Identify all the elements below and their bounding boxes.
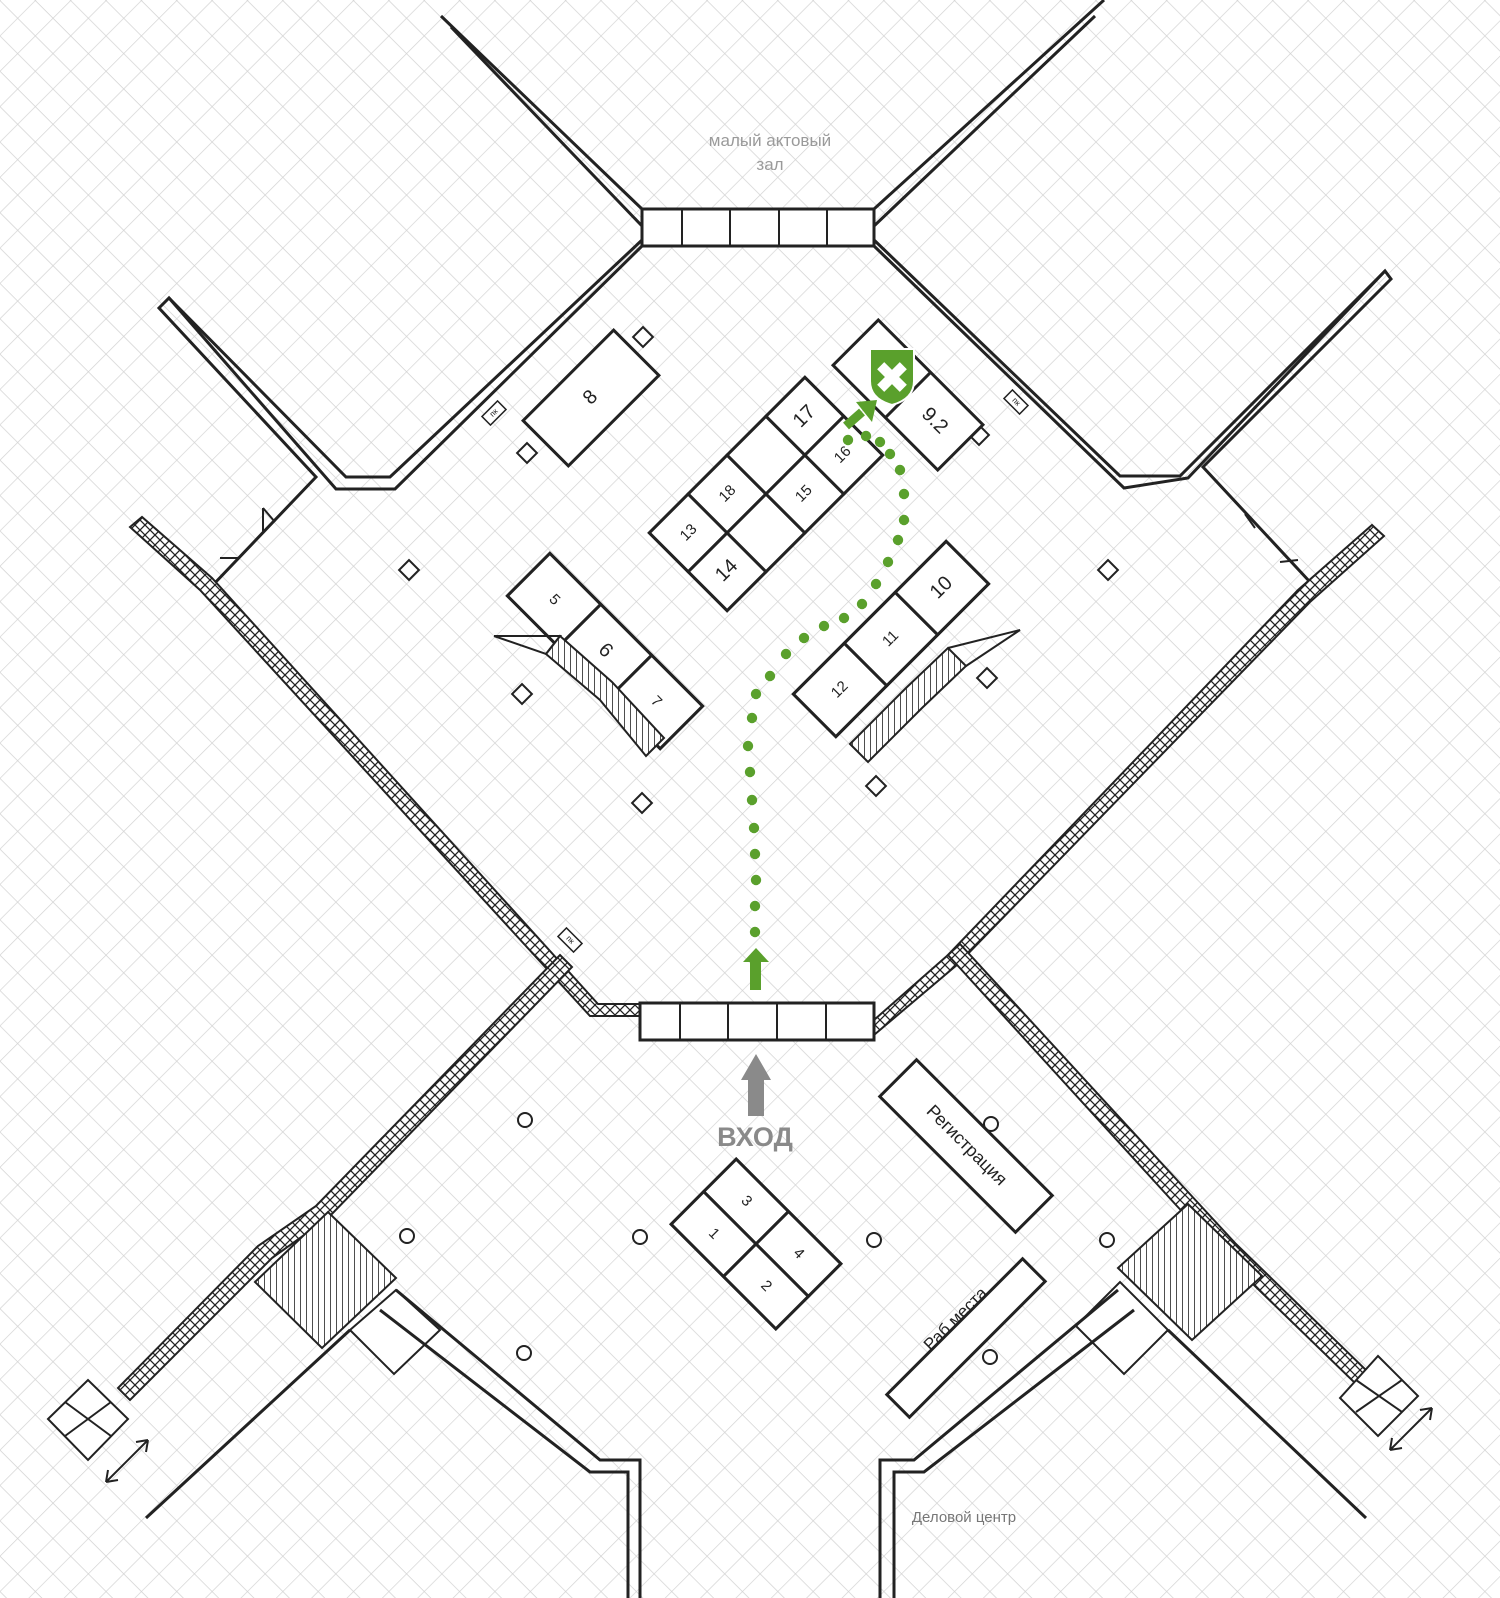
door-mark-right xyxy=(1244,513,1299,563)
booth-cluster-1-4: 3 4 1 2 xyxy=(669,1157,843,1331)
entrance-label: ВХОД xyxy=(717,1122,793,1152)
green-shield-cross-icon[interactable] xyxy=(869,348,915,407)
upper-hall xyxy=(128,0,1393,1038)
route-dot xyxy=(874,436,886,448)
pk-marker-center: пк xyxy=(556,926,584,954)
entrance-arrow xyxy=(741,1054,771,1116)
lower-hall-wall-right xyxy=(878,1288,1119,1598)
booth-2[interactable]: 2 xyxy=(721,1241,811,1331)
upper-left-corridor-wall-inner xyxy=(449,25,644,228)
route-dot xyxy=(882,556,894,568)
booth-1[interactable]: 1 xyxy=(669,1189,759,1279)
lower-hall-wall-left-inner xyxy=(379,1308,630,1598)
route-dot xyxy=(798,632,810,644)
lower-hall-wall-right-inner xyxy=(892,1308,1135,1598)
entrance-doorway xyxy=(638,1001,876,1042)
route-dot xyxy=(764,670,776,682)
route-dot xyxy=(780,648,792,660)
stairs-upper-left-rail xyxy=(493,635,563,656)
booth-cluster-13-18: 13 18 14 17 15 16 xyxy=(647,375,885,613)
stairs-lower-left xyxy=(253,1210,398,1350)
upper-left-corridor-wall-outer xyxy=(439,14,644,211)
business-center-label: Деловой центр xyxy=(912,1509,1016,1526)
route-end-arrow xyxy=(843,400,877,430)
hatched-wall-left-lower xyxy=(116,953,574,1402)
lower-hall xyxy=(46,942,1433,1598)
exit-box-right xyxy=(1338,1354,1433,1451)
route-dot xyxy=(884,448,896,460)
lower-hall-wall-left xyxy=(395,1288,642,1598)
stairs-upper-right-rail xyxy=(947,629,1021,667)
pk-marker-left: пк xyxy=(480,399,508,427)
route-dot xyxy=(898,514,910,526)
route-dot xyxy=(818,620,830,632)
stairs-lower-right xyxy=(1116,1202,1264,1342)
landing-lower-left xyxy=(348,1288,442,1376)
route-dot xyxy=(838,612,850,624)
upper-right-corridor-wall-outer xyxy=(872,0,1106,211)
route-dot xyxy=(748,822,760,834)
route-dot xyxy=(842,434,854,446)
route-dot xyxy=(746,712,758,724)
route-dot xyxy=(870,578,882,590)
route-path xyxy=(742,430,910,938)
hall-wall-upper-right-inner xyxy=(872,238,1387,478)
door-mark-left xyxy=(220,507,276,559)
columns-round xyxy=(399,1112,1115,1365)
route-dot xyxy=(744,766,756,778)
route-start-arrow xyxy=(743,948,769,990)
route-dot xyxy=(860,430,872,442)
route-dot xyxy=(749,926,761,938)
route-dot xyxy=(749,848,761,860)
top-doorway xyxy=(640,207,876,248)
booth-8[interactable]: 8 xyxy=(520,327,662,469)
route-dot xyxy=(892,534,904,546)
booths-10-12: 12 11 10 xyxy=(791,539,991,739)
route-dot xyxy=(750,874,762,886)
route-dot xyxy=(856,598,868,610)
lower-hall-wall-left-outer xyxy=(144,1328,352,1520)
small-hall-label-line2: зал xyxy=(756,155,783,174)
route-dot xyxy=(749,900,761,912)
small-hall-label-line1: малый актовый xyxy=(709,131,831,150)
hall-wall-upper-left-inner xyxy=(167,238,644,479)
route-dot xyxy=(894,464,906,476)
route-dot xyxy=(750,688,762,700)
exit-box-left xyxy=(46,1378,149,1483)
route-dot xyxy=(742,740,754,752)
upper-right-corridor-wall-inner xyxy=(872,14,1097,228)
lower-hall-wall-right-outer xyxy=(1166,1328,1368,1520)
booths-5-7: 5 6 7 xyxy=(505,551,705,751)
pk-marker-right: пк xyxy=(1002,388,1030,416)
route-dot xyxy=(898,488,910,500)
booth-10[interactable]: 10 xyxy=(893,539,991,637)
route-dot xyxy=(746,794,758,806)
